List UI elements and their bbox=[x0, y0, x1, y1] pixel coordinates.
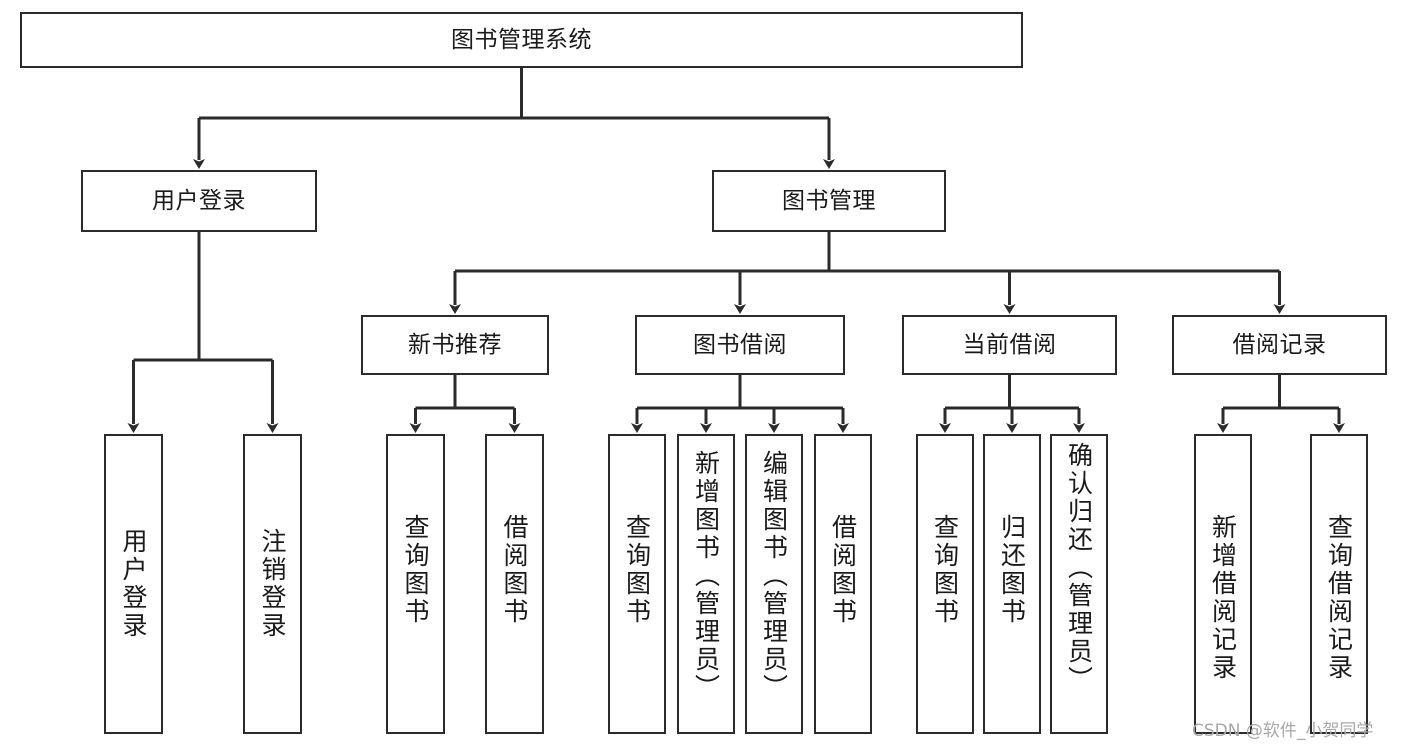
node-label-leaf-return-book: 归还图书 bbox=[997, 514, 1027, 626]
node-leaf-borrow-book-recommend: 借阅图书 bbox=[485, 434, 544, 734]
node-leaf-query-borrow-record: 查询借阅记录 bbox=[1310, 434, 1368, 734]
node-current-borrow: 当前借阅 bbox=[902, 315, 1117, 375]
node-new-book-recommend: 新书推荐 bbox=[361, 315, 549, 375]
node-label-leaf-add-book: 新增图书（管理员） bbox=[691, 450, 721, 702]
node-label-leaf-query-book-recommend: 查询图书 bbox=[401, 514, 430, 626]
csdn-watermark: CSDN @软件_小贺同学 bbox=[1192, 721, 1374, 741]
node-label-leaf-user-login: 用户登录 bbox=[119, 528, 148, 640]
node-leaf-query-book-recommend: 查询图书 bbox=[386, 434, 445, 734]
node-label-book-borrow: 图书借阅 bbox=[693, 331, 787, 358]
node-leaf-user-login: 用户登录 bbox=[104, 434, 163, 734]
node-borrow-record: 借阅记录 bbox=[1172, 315, 1387, 375]
node-label-leaf-query-borrow-record: 查询借阅记录 bbox=[1324, 514, 1354, 682]
node-leaf-add-borrow-record: 新增借阅记录 bbox=[1194, 434, 1252, 734]
node-label-leaf-borrow-book: 借阅图书 bbox=[828, 514, 858, 626]
node-leaf-add-book: 新增图书（管理员） bbox=[677, 434, 735, 734]
node-label-book-management: 图书管理 bbox=[782, 187, 876, 214]
node-leaf-query-book-current: 查询图书 bbox=[916, 434, 974, 734]
node-leaf-logout: 注销登录 bbox=[243, 434, 302, 734]
node-leaf-query-book-borrow: 查询图书 bbox=[608, 434, 666, 734]
node-leaf-confirm-return: 确认归还（管理员） bbox=[1050, 434, 1108, 734]
node-root: 图书管理系统 bbox=[20, 12, 1023, 68]
node-label-user-login: 用户登录 bbox=[152, 187, 246, 214]
node-user-login: 用户登录 bbox=[81, 170, 317, 232]
node-label-leaf-add-borrow-record: 新增借阅记录 bbox=[1208, 514, 1238, 682]
node-label-leaf-query-book-borrow: 查询图书 bbox=[622, 514, 652, 626]
node-label-borrow-record: 借阅记录 bbox=[1232, 331, 1327, 358]
node-leaf-borrow-book: 借阅图书 bbox=[814, 434, 872, 734]
node-label-new-book-recommend: 新书推荐 bbox=[408, 331, 502, 358]
node-leaf-edit-book: 编辑图书（管理员） bbox=[745, 434, 803, 734]
node-label-root: 图书管理系统 bbox=[451, 26, 592, 53]
node-label-leaf-confirm-return: 确认归还（管理员） bbox=[1064, 442, 1094, 694]
node-book-management: 图书管理 bbox=[712, 170, 946, 232]
node-label-leaf-logout: 注销登录 bbox=[258, 528, 287, 640]
node-label-leaf-borrow-book-recommend: 借阅图书 bbox=[500, 514, 529, 626]
node-label-current-borrow: 当前借阅 bbox=[962, 331, 1057, 358]
node-label-leaf-query-book-current: 查询图书 bbox=[930, 514, 960, 626]
node-label-leaf-edit-book: 编辑图书（管理员） bbox=[759, 450, 789, 702]
node-book-borrow: 图书借阅 bbox=[635, 315, 845, 375]
node-leaf-return-book: 归还图书 bbox=[983, 434, 1041, 734]
